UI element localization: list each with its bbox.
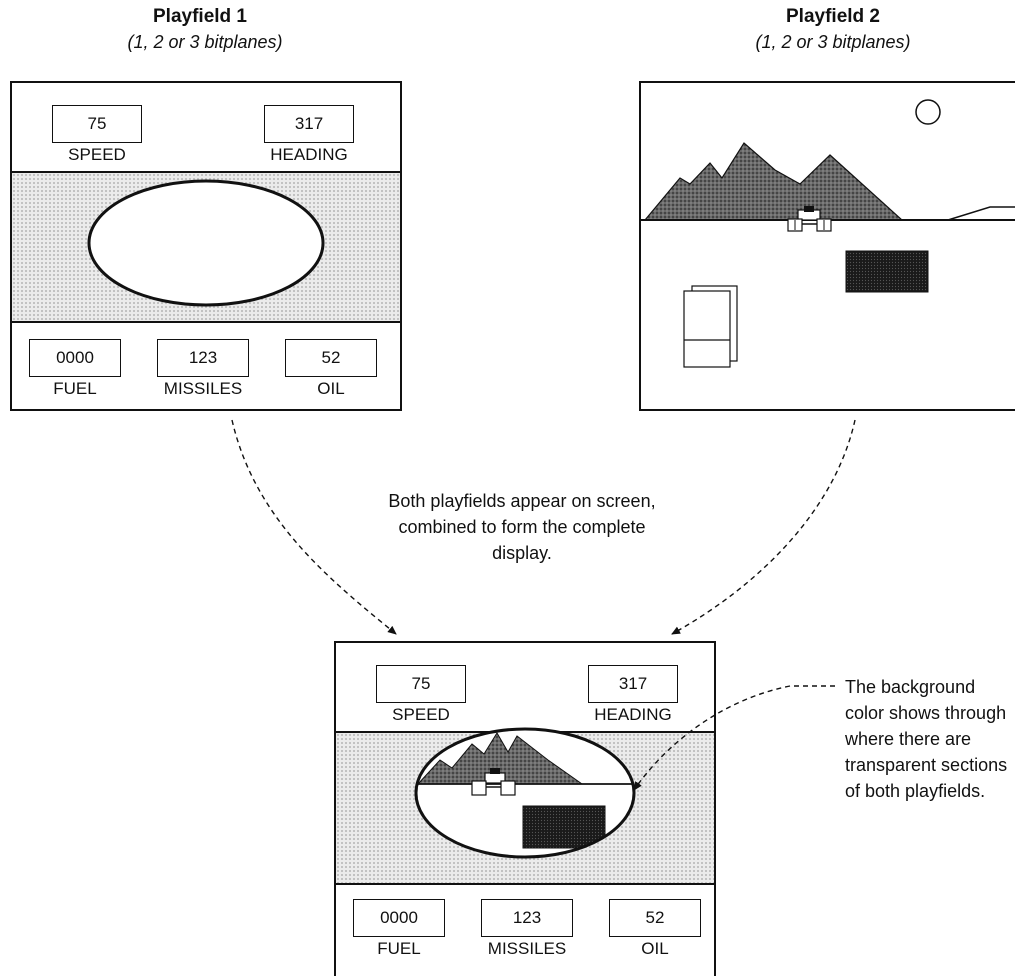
dark-block	[845, 250, 929, 293]
combined-oil-value: 52	[609, 899, 701, 937]
missiles-value: 123	[157, 339, 249, 377]
playfield1-subtitle: (1, 2 or 3 bitplanes)	[127, 32, 283, 52]
fuel-value: 0000	[29, 339, 121, 377]
oil-label: OIL	[317, 379, 345, 398]
arrow-background-note	[633, 685, 835, 791]
playfield2-subtitle: (1, 2 or 3 bitplanes)	[755, 32, 911, 52]
heading-label: HEADING	[270, 145, 348, 164]
oil-value: 52	[285, 339, 377, 377]
speed-label: SPEED	[68, 145, 126, 164]
arrow-playfield1-to-combined	[231, 419, 397, 635]
heading-value: 317	[264, 105, 354, 143]
combined-missiles-value: 123	[481, 899, 573, 937]
tank-icon	[787, 206, 832, 232]
combined-speed-label: SPEED	[392, 705, 450, 724]
playfield2-title: Playfield 2	[786, 6, 880, 27]
combined-speed-value: 75	[376, 665, 466, 703]
combined-note: Both playfields appear on screen, combin…	[388, 491, 656, 563]
playfield1-ellipse	[87, 179, 325, 307]
fuel-label: FUEL	[53, 379, 97, 398]
speed-value: 75	[52, 105, 142, 143]
combined-heading-value: 317	[588, 665, 678, 703]
playfield1-title: Playfield 1	[153, 6, 247, 27]
missiles-label: MISSILES	[163, 379, 243, 398]
combined-missiles-label: MISSILES	[487, 939, 567, 958]
combined-fuel-value: 0000	[353, 899, 445, 937]
sun-icon	[915, 99, 941, 125]
arrow-playfield2-to-combined	[671, 419, 856, 635]
distant-hill	[947, 206, 1015, 221]
combined-heading-label: HEADING	[594, 705, 672, 724]
combined-fuel-label: FUEL	[377, 939, 421, 958]
combined-oil-label: OIL	[641, 939, 669, 958]
background-note: The background color shows through where…	[845, 677, 1008, 801]
mountain-range	[643, 142, 904, 221]
combined-tank-icon	[471, 768, 516, 796]
door-icon	[683, 285, 738, 368]
playfield2-scene	[641, 99, 1015, 368]
combined-ellipse	[414, 727, 636, 859]
